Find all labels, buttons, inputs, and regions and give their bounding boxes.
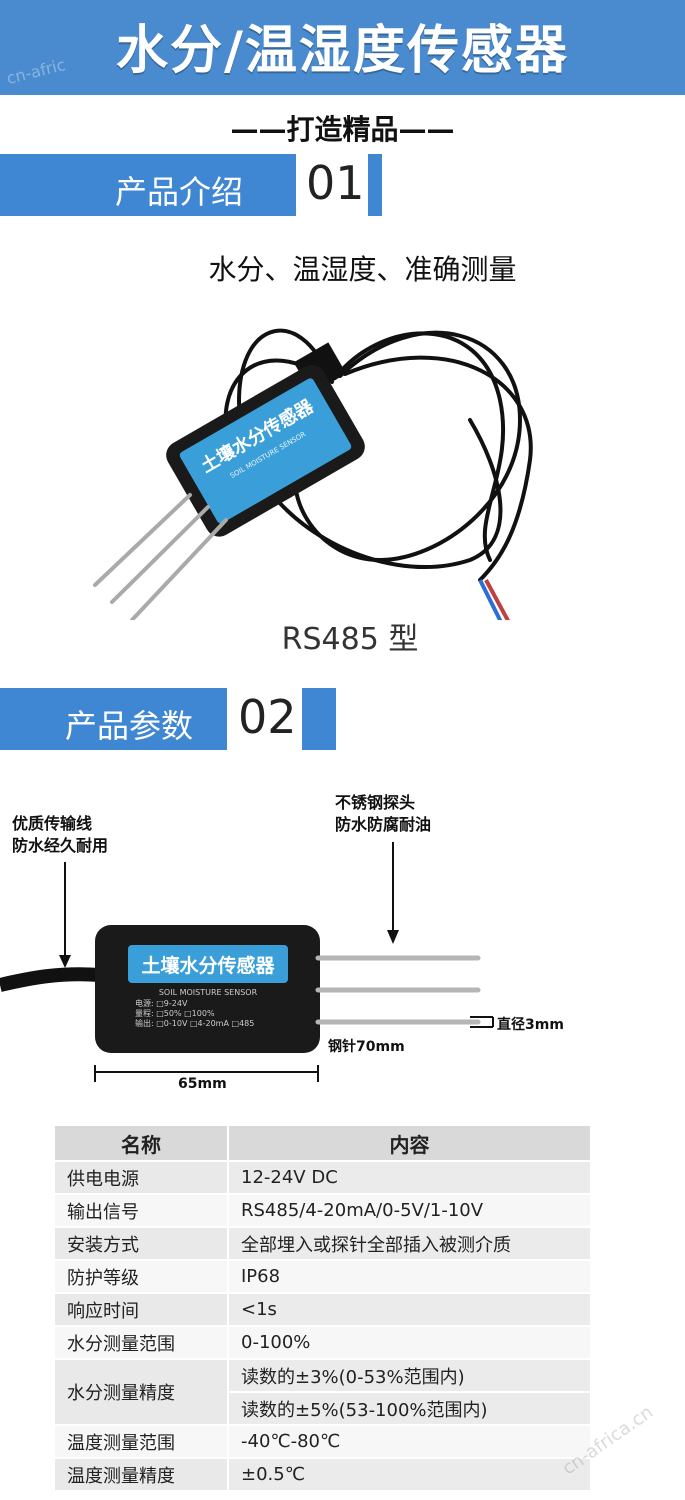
row-name: 响应时间 — [55, 1293, 228, 1327]
diameter-label: 直径3mm — [497, 1017, 564, 1033]
row-value: IP68 — [227, 1260, 590, 1294]
table-row: 供电电源 12-24V DC — [55, 1161, 590, 1195]
section-label-intro: 产品介绍 — [115, 173, 244, 211]
table-row: 读数的±5%(53-100%范围内) — [55, 1392, 590, 1426]
table-header-row: 名称 内容 — [55, 1126, 590, 1162]
row-value: -40℃-80℃ — [227, 1425, 590, 1459]
section-bar-intro — [0, 154, 296, 216]
table-row: 防护等级 IP68 — [55, 1260, 590, 1294]
table-row: 水分测量精度 读数的±3%(0-53%范围内) — [55, 1359, 590, 1426]
row-value: 读数的±3%(0-53%范围内) — [227, 1359, 590, 1393]
spec-table: 名称 内容 供电电源 12-24V DC 输出信号 RS485/4-20mA/0… — [55, 1126, 590, 1492]
row-name: 安装方式 — [55, 1227, 228, 1261]
diagram-sensor-sublabel: SOIL MOISTURE SENSOR — [159, 988, 258, 997]
header-content: 内容 — [227, 1126, 590, 1162]
row-name: 输出信号 — [55, 1194, 228, 1228]
panel-range-text: 量程: □50% □100% — [135, 1009, 215, 1018]
cable-note-line2: 防水经久耐用 — [12, 836, 109, 855]
table-row: 安装方式 全部埋入或探针全部插入被测介质 — [55, 1227, 590, 1261]
cable-note: 优质传输线 防水经久耐用 — [12, 813, 108, 857]
table-row: 温度测量精度 ±0.5℃ — [55, 1458, 590, 1492]
row-name: 供电电源 — [55, 1161, 228, 1195]
panel-power-text: 电源: □9-24V — [135, 998, 188, 1008]
section-number-params: 02 — [238, 690, 297, 744]
sensor-photo: 土壤水分传感器 SOIL MOISTURE SENSOR — [93, 328, 533, 620]
table-row: 输出信号 RS485/4-20mA/0-5V/1-10V — [55, 1194, 590, 1228]
row-value: <1s — [227, 1293, 590, 1327]
probe-note: 不锈钢探头 防水防腐耐油 — [335, 792, 431, 836]
row-value: 全部埋入或探针全部插入被测介质 — [227, 1227, 590, 1261]
needle-length-label: 钢针70mm — [328, 1039, 405, 1055]
probe-note-line1: 不锈钢探头 — [335, 793, 416, 812]
product-subtitle: 水分、温湿度、准确测量 — [208, 253, 517, 286]
dimension-diagram: 土壤水分传感器 SOIL MOISTURE SENSOR 电源: □9-24V … — [0, 842, 494, 1082]
section-label-params: 产品参数 — [65, 707, 194, 745]
panel-output-text: 输出: □0-10V □4-20mA □485 — [135, 1018, 254, 1028]
row-name: 水分测量范围 — [55, 1326, 228, 1360]
row-value: 0-100% — [227, 1326, 590, 1360]
table-row: 温度测量范围 -40℃-80℃ — [55, 1425, 590, 1459]
row-value: ±0.5℃ — [227, 1458, 590, 1492]
section-tab-intro — [368, 154, 382, 216]
probe-note-line2: 防水防腐耐油 — [335, 815, 432, 834]
row-value: 12-24V DC — [227, 1161, 590, 1195]
body-length-label: 65mm — [178, 1076, 227, 1092]
section-tab-params — [302, 688, 336, 750]
section-number-intro: 01 — [306, 156, 365, 210]
row-name: 温度测量范围 — [55, 1425, 228, 1459]
row-name: 水分测量精度 — [55, 1359, 228, 1426]
model-label: RS485 型 — [281, 622, 419, 657]
page-title: 水分/温湿度传感器 — [116, 21, 569, 81]
row-name: 防护等级 — [55, 1260, 228, 1294]
diagram-sensor-label: 土壤水分传感器 — [141, 954, 275, 977]
row-value-2: 读数的±5%(53-100%范围内) — [227, 1392, 590, 1426]
slogan: ——打造精品—— — [230, 113, 455, 146]
table-row: 响应时间 <1s — [55, 1293, 590, 1327]
table-row: 水分测量范围 0-100% — [55, 1326, 590, 1360]
row-name: 温度测量精度 — [55, 1458, 228, 1492]
section-bar-params — [0, 688, 227, 750]
header-banner: 水分/温湿度传感器 cn-afric — [0, 0, 685, 95]
row-value: RS485/4-20mA/0-5V/1-10V — [227, 1194, 590, 1228]
header-name: 名称 — [55, 1126, 228, 1162]
cable-note-line1: 优质传输线 — [12, 814, 93, 833]
